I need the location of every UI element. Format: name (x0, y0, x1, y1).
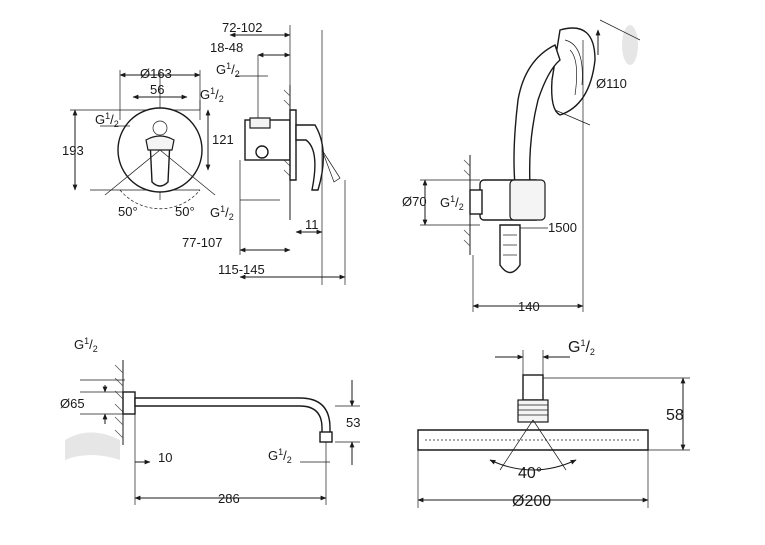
head-shower-dia-label: Ø200 (512, 493, 551, 510)
head-shower-view: 40° G1/2 58 Ø200 (417, 338, 690, 510)
arm-flange-dia-label: Ø65 (60, 396, 85, 411)
mixer-121-label: 121 (212, 132, 234, 147)
hand-shower-view: Ø110 Ø70 G1/2 1500 140 (402, 19, 641, 314)
arm-length-label: 286 (218, 491, 240, 506)
mixer-view: Ø163 56 193 G1/2 G1/2 50° 50° 121 72-102 (62, 20, 346, 285)
mixer-side-view (244, 85, 341, 220)
hand-shower-head-dia-label: Ø110 (596, 76, 627, 91)
mixer-thread-top-front: G1/2 (200, 86, 224, 104)
mixer-height-label: 193 (62, 143, 84, 158)
arm-wall-label: 10 (158, 450, 172, 465)
head-shower-angle-label: 40° (518, 465, 542, 482)
mixer-angle-right: 50° (175, 204, 195, 219)
mixer-center-label: 56 (150, 82, 164, 97)
hand-shower-bracket-dia-label: Ø70 (402, 194, 427, 209)
mixer-depth-range-label: 77-107 (182, 235, 222, 250)
hand-shower-thread-label: G1/2 (440, 194, 464, 212)
mixer-total-range-label: 115-145 (218, 262, 265, 277)
mixer-11-label: 11 (305, 217, 319, 232)
hand-shower-width-label: 140 (518, 299, 540, 314)
mixer-thread-bottom: G1/2 (210, 204, 234, 222)
mixer-thread-top-side: G1/2 (216, 61, 240, 79)
head-shower-height-label: 58 (666, 407, 684, 424)
mixer-thread-left: G1/2 (95, 111, 119, 129)
mixer-angle-left: 50° (118, 204, 138, 219)
head-shower-thread-label: G1/2 (568, 338, 595, 357)
hand-shower-head (550, 19, 641, 126)
arm-thread-bottom-label: G1/2 (268, 447, 292, 465)
mixer-rosette-dia-label: Ø163 (140, 66, 172, 81)
hand-shower-hose-label: 1500 (548, 220, 577, 235)
mixer-front-view (70, 70, 216, 210)
mixer-offset-range-label: 18-48 (210, 40, 243, 55)
mixer-width-range-label: 72-102 (222, 20, 262, 35)
shower-arm-view: G1/2 Ø65 53 10 G1/2 286 (60, 336, 360, 506)
arm-drop-label: 53 (346, 415, 360, 430)
arm-thread-top-label: G1/2 (74, 336, 98, 354)
